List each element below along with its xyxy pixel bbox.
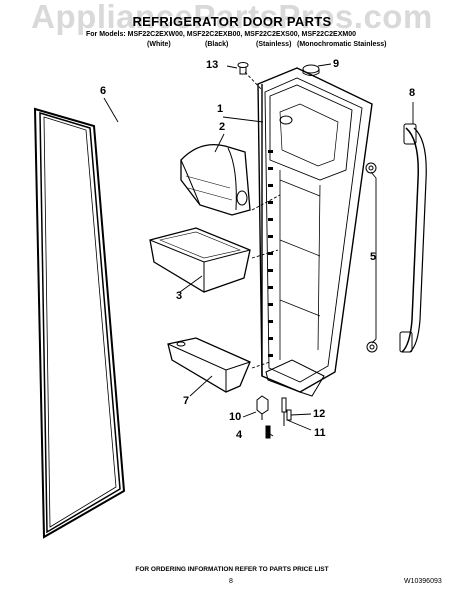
callout-2: 2 — [219, 121, 226, 133]
screw-top — [237, 62, 249, 75]
model-numbers: For Models: MSF22C2EXW00, MSF22C2EXB00, … — [86, 31, 356, 38]
color-black: (Black) — [205, 41, 229, 48]
callout-10: 10 — [229, 411, 242, 423]
page-title: REFRIGERATOR DOOR PARTS — [132, 14, 332, 29]
document-number: W10396093 — [404, 578, 442, 585]
callout-4: 4 — [236, 429, 243, 441]
leader-lines — [103, 63, 414, 437]
callout-13: 13 — [206, 59, 219, 71]
door-bin-upper — [149, 227, 251, 293]
liner-slot-marks — [268, 150, 273, 357]
handle-studs — [365, 162, 378, 353]
color-stainless: (Stainless) — [256, 41, 292, 48]
callout-7: 7 — [183, 395, 190, 407]
callout-1: 1 — [217, 103, 224, 115]
ordering-info: FOR ORDERING INFORMATION REFER TO PARTS … — [135, 566, 329, 573]
hinge-cap — [302, 64, 320, 76]
page-number: 8 — [229, 578, 233, 585]
callout-3: 3 — [176, 290, 183, 302]
color-white: (White) — [147, 41, 171, 48]
callout-9: 9 — [333, 58, 340, 70]
callout-5: 5 — [370, 251, 377, 263]
color-monochromatic-stainless: (Monochromatic Stainless) — [297, 41, 387, 48]
door-gasket — [33, 107, 126, 539]
callout-12: 12 — [313, 408, 326, 420]
callout-6: 6 — [100, 85, 107, 97]
door-bin-lower — [167, 337, 251, 393]
dispenser-bin — [180, 143, 251, 216]
callout-11: 11 — [314, 427, 326, 439]
callout-8: 8 — [409, 87, 416, 99]
watermark: AppliancePartsPros.com — [31, 0, 433, 35]
hinge-screws — [265, 397, 292, 439]
door-liner — [257, 67, 373, 397]
bottom-hinge — [256, 395, 269, 420]
door-handle — [399, 123, 427, 353]
